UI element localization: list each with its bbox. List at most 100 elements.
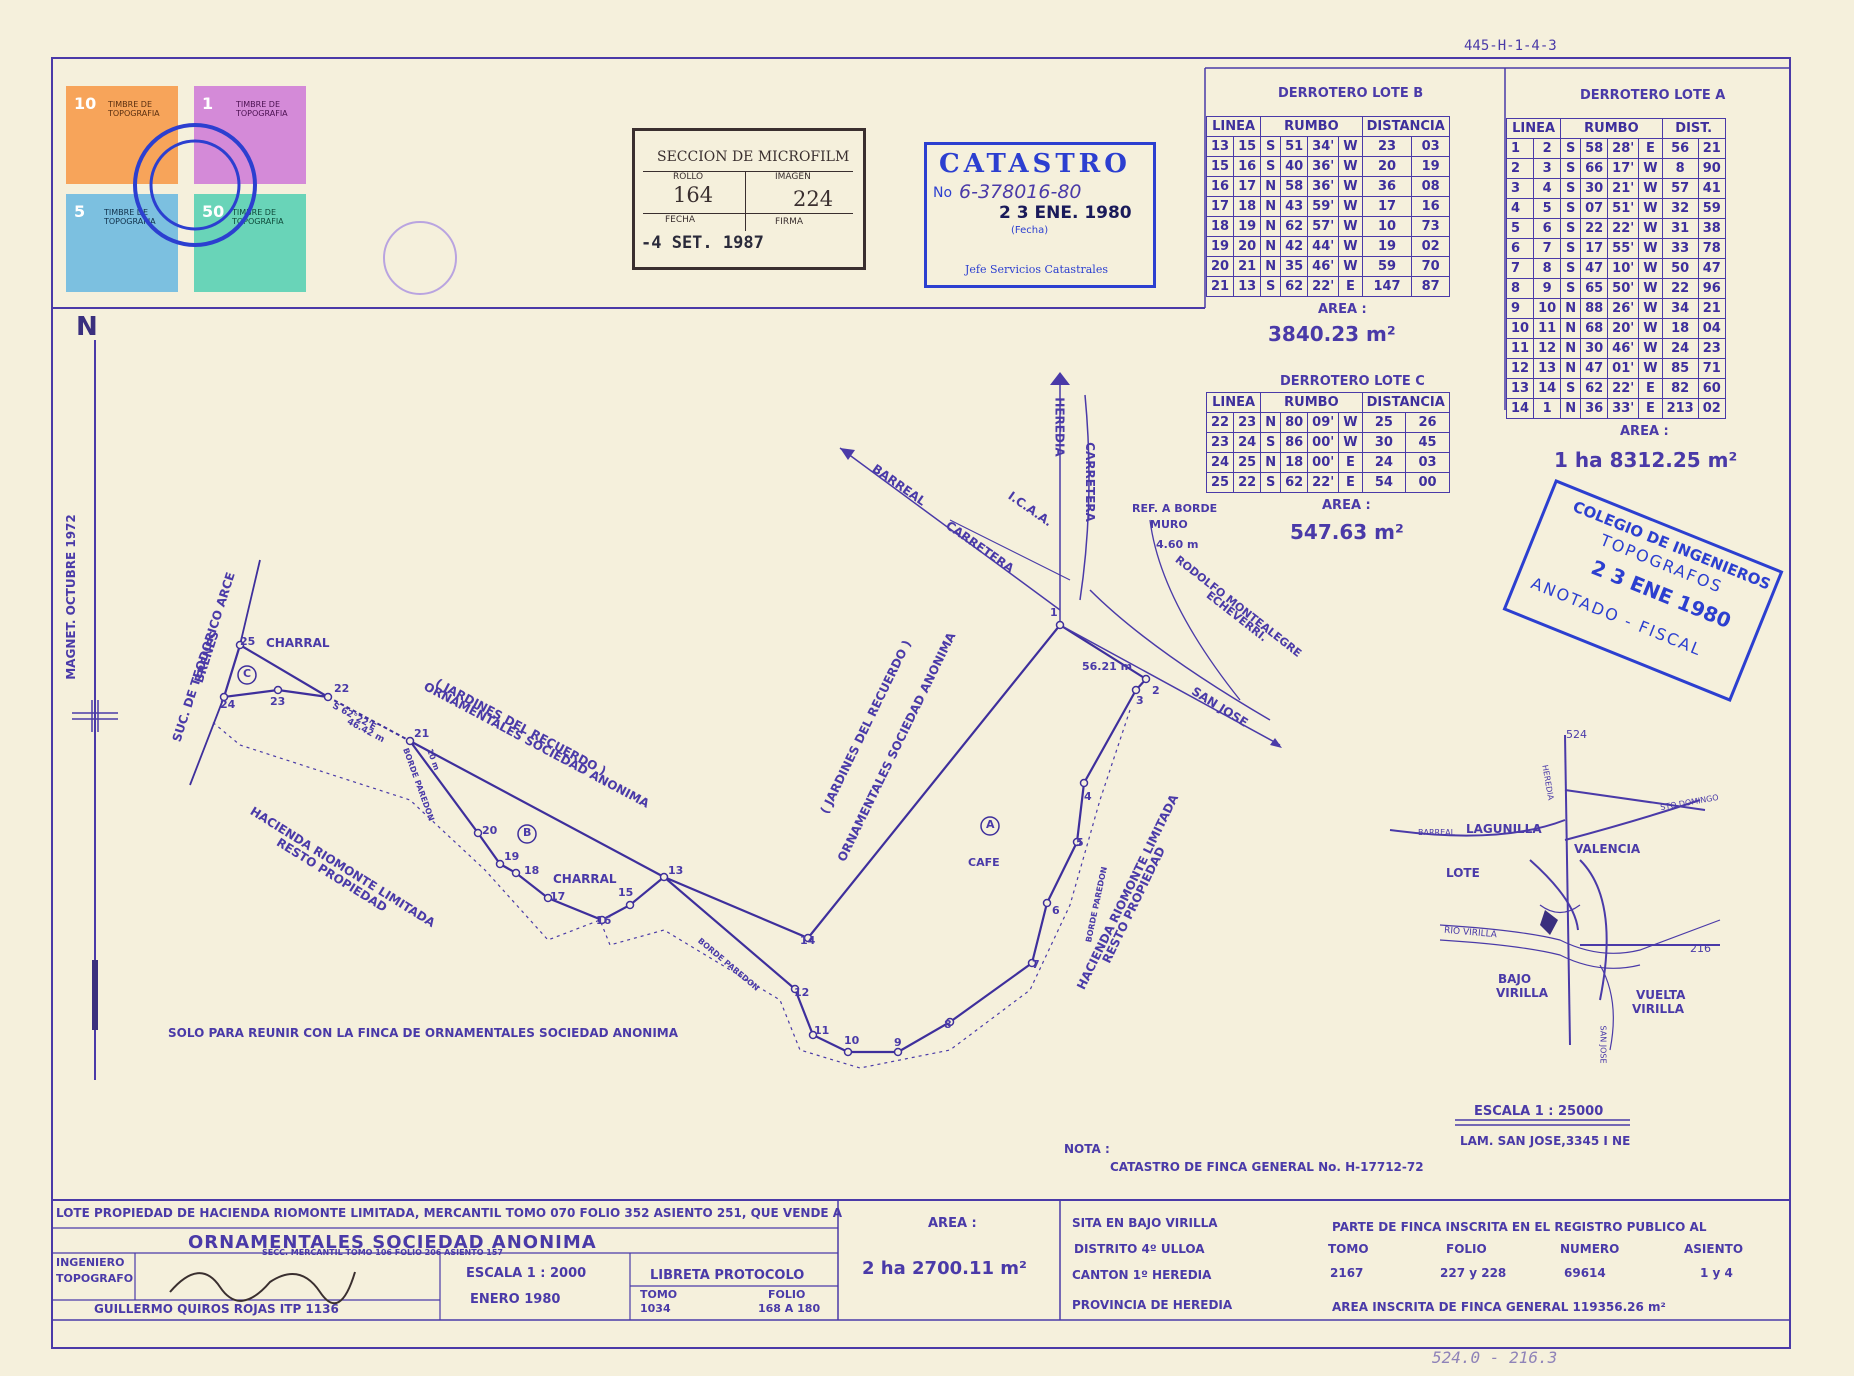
table-cell-ew: W	[1638, 238, 1663, 259]
footer-area: 2 ha 2700.11 m²	[862, 1258, 1027, 1279]
table-cell-to: 22	[1233, 472, 1262, 493]
point-8: 8	[944, 1018, 952, 1031]
lot-a-boundary	[663, 624, 1148, 1054]
table-cell-to: 16	[1233, 156, 1262, 177]
table-cell-ew: W	[1638, 198, 1663, 219]
table-cell-from: 14	[1505, 398, 1535, 419]
table-cell-from: 19	[1205, 236, 1235, 257]
table-cell-deg: 58	[1580, 138, 1609, 159]
table-cell-to: 23	[1233, 412, 1262, 433]
footer-topografo: TOPOGRAFO	[56, 1272, 134, 1285]
table-cell-from: 3	[1505, 178, 1535, 199]
reference-code-top: 445-H-1-4-3	[1464, 38, 1557, 54]
point-2: 2	[1152, 684, 1160, 697]
footer-folio: 168 A 180	[758, 1302, 821, 1315]
table-cell-ew: W	[1338, 256, 1363, 277]
table-cell-ew: E	[1638, 378, 1663, 399]
footer-area-inscrita: AREA INSCRITA DE FINCA GENERAL 119356.26…	[1332, 1300, 1666, 1314]
footer-secc: SECC. MERCANTIL TOMO 106 FOLIO 206 ASIEN…	[262, 1248, 503, 1257]
footer-distrito: DISTRITO 4º ULLOA	[1074, 1242, 1205, 1256]
timbre-stamp-10: 10 TIMBRE DE TOPOGRAFIA	[66, 86, 178, 184]
table-header: LINEA	[1505, 118, 1562, 139]
table-cell-d2: 03	[1411, 136, 1450, 157]
road-barreal	[839, 447, 1061, 611]
table-cell-d1: 18	[1661, 318, 1699, 339]
loc-524: 524	[1566, 728, 1587, 741]
lote-a-area-label: AREA :	[1620, 424, 1669, 439]
table-cell-ew: W	[1338, 176, 1363, 197]
table-cell-deg: 35	[1280, 256, 1309, 277]
table-cell-min: 09'	[1307, 412, 1340, 433]
table-cell-deg: 07	[1580, 198, 1609, 219]
table-cell-from: 18	[1205, 216, 1235, 237]
point-24: 24	[220, 698, 236, 711]
survey-points	[219, 620, 1151, 1057]
table-cell-ns: S	[1560, 378, 1582, 399]
loc-escala: ESCALA 1 : 25000	[1474, 1104, 1604, 1119]
table-cell-d1: 57	[1661, 178, 1699, 199]
table-cell-min: 51'	[1607, 198, 1640, 219]
table-cell-d2: 73	[1411, 216, 1450, 237]
table-cell-d1: 17	[1361, 196, 1413, 217]
point-23: 23	[270, 695, 286, 708]
table-cell-d2: 02	[1411, 236, 1450, 257]
table-cell-to: 8	[1533, 258, 1562, 279]
table-cell-ns: S	[1560, 278, 1582, 299]
label-muro: MURO	[1150, 518, 1188, 531]
table-cell-d1: 213	[1661, 398, 1699, 419]
table-cell-deg: 30	[1580, 178, 1609, 199]
point-11: 11	[814, 1024, 830, 1037]
point-13: 13	[668, 864, 684, 877]
footer-lote-propiedad: LOTE PROPIEDAD DE HACIENDA RIOMONTE LIMI…	[56, 1206, 843, 1220]
table-cell-min: 20'	[1607, 318, 1640, 339]
table-cell-d1: 24	[1661, 338, 1699, 359]
table-cell-d2: 71	[1697, 358, 1726, 379]
label-muro-dist: 4.60 m	[1156, 538, 1199, 551]
table-cell-min: 33'	[1607, 398, 1640, 419]
table-cell-d2: 08	[1411, 176, 1450, 197]
table-cell-deg: 62	[1280, 472, 1309, 493]
table-cell-from: 4	[1505, 198, 1535, 219]
table-cell-to: 20	[1233, 236, 1262, 257]
footer-ingeniero: INGENIERO	[56, 1256, 125, 1269]
table-cell-d1: 10	[1361, 216, 1413, 237]
lot-b-marker: B	[523, 826, 532, 839]
table-cell-ew: W	[1338, 236, 1363, 257]
table-cell-deg: 47	[1580, 258, 1609, 279]
table-cell-ew: E	[1338, 452, 1363, 473]
table-cell-d1: 8	[1661, 158, 1699, 179]
note-solo-reunir: SOLO PARA REUNIR CON LA FINCA DE ORNAMEN…	[168, 1026, 679, 1040]
table-cell-min: 00'	[1307, 432, 1340, 453]
table-cell-ew: W	[1338, 216, 1363, 237]
point-22: 22	[334, 682, 350, 695]
table-cell-ns: N	[1560, 318, 1582, 339]
table-cell-from: 22	[1205, 412, 1235, 433]
table-cell-d2: 26	[1405, 412, 1450, 433]
table-cell-deg: 51	[1280, 136, 1309, 157]
table-header: RUMBO	[1260, 116, 1363, 137]
label-dist-5621: 56.21 m	[1082, 660, 1133, 673]
nota-text: CATASTRO DE FINCA GENERAL No. H-17712-72	[1110, 1160, 1424, 1174]
point-10: 10	[844, 1034, 860, 1047]
point-7: 7	[1032, 958, 1040, 971]
table-cell-from: 15	[1205, 156, 1235, 177]
table-cell-deg: 62	[1580, 378, 1609, 399]
table-cell-from: 11	[1505, 338, 1535, 359]
point-14: 14	[800, 934, 816, 947]
table-cell-min: 10'	[1607, 258, 1640, 279]
point-4: 4	[1084, 790, 1092, 803]
table-cell-to: 7	[1533, 238, 1562, 259]
table-header: DISTANCIA	[1361, 116, 1450, 137]
table-cell-min: 17'	[1607, 158, 1640, 179]
table-cell-d1: 36	[1361, 176, 1413, 197]
table-cell-to: 11	[1533, 318, 1562, 339]
table-cell-deg: 36	[1580, 398, 1609, 419]
loc-lagunilla: LAGUNILLA	[1466, 822, 1542, 836]
